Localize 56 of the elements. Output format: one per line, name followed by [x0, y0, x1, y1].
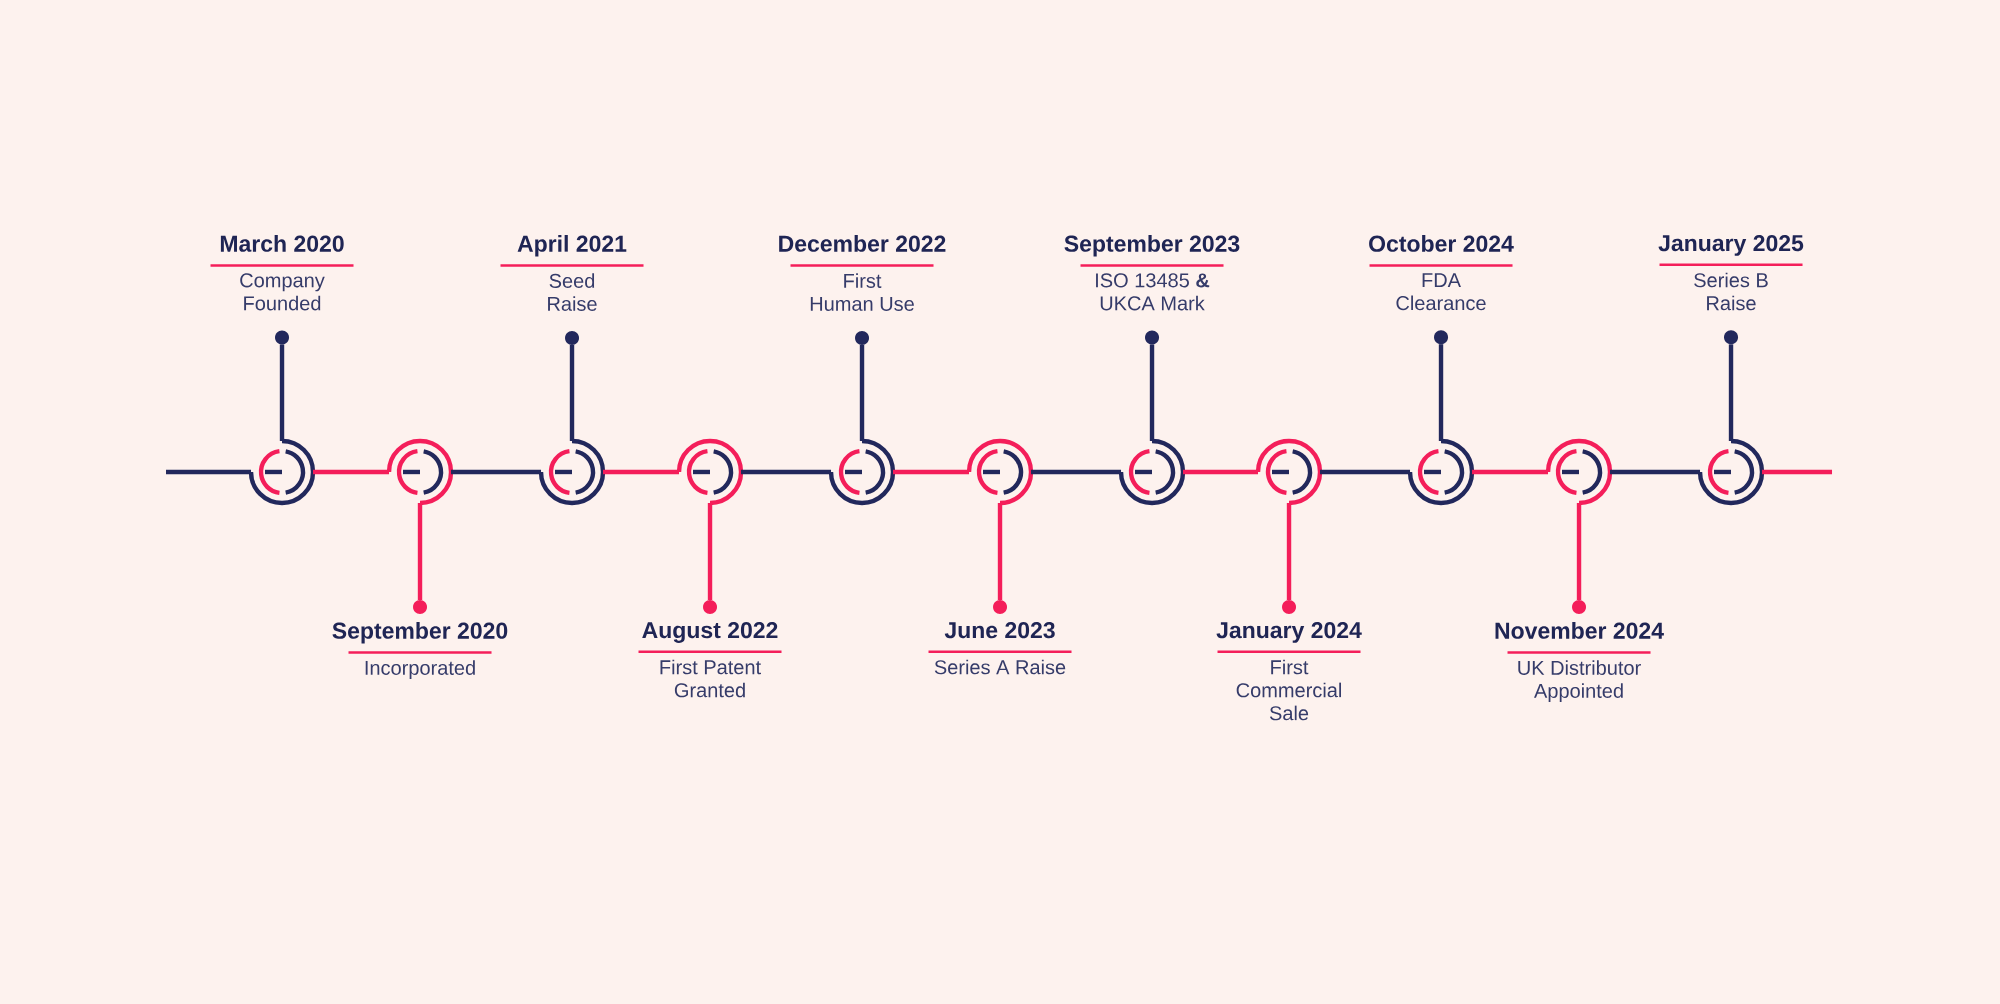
milestone-text: FDA Clearance [1396, 273, 1486, 311]
timeline-line [1472, 469, 1548, 475]
milestone-text: Seed Raise [548, 273, 597, 311]
timeline-line [1031, 469, 1121, 475]
timeline-marker [966, 438, 1034, 506]
timeline-line [313, 469, 389, 475]
milestone-text: Incorporated [365, 660, 475, 679]
stem-line [997, 503, 1003, 600]
timeline-line [1610, 469, 1700, 475]
stem-line [569, 344, 575, 441]
stem-line [1438, 344, 1444, 441]
date-heading: April 2021 [517, 235, 627, 257]
milestone-text: Company Founded [240, 273, 325, 311]
milestone-text: First Human Use [810, 273, 914, 311]
date-heading: January 2024 [1216, 622, 1362, 643]
timeline-line [741, 469, 831, 475]
timeline-marker [1697, 438, 1765, 506]
timeline-line [1762, 469, 1832, 475]
timeline-line [893, 469, 969, 475]
stem-line [859, 344, 865, 441]
timeline-marker [828, 438, 896, 506]
milestone-text: First Patent Granted [660, 659, 761, 698]
stem-line [1286, 503, 1292, 600]
timeline-line [1320, 469, 1410, 475]
stem-line [1149, 344, 1155, 441]
stem-line [1728, 344, 1734, 441]
stem-line [279, 344, 285, 441]
milestone-text: Series A Raise [934, 659, 1066, 675]
date-heading: June 2023 [944, 622, 1055, 639]
timeline-line [166, 469, 251, 475]
timeline-marker [1255, 438, 1323, 506]
stem-line [417, 503, 423, 600]
timeline-marker [1407, 438, 1475, 506]
milestone-text: First Commercial Sale [1236, 659, 1341, 721]
timeline-marker [538, 438, 606, 506]
timeline-marker [248, 438, 316, 506]
date-heading: September 2023 [1064, 235, 1240, 257]
timeline-marker [1545, 438, 1613, 506]
timeline-marker [386, 438, 454, 506]
stem-line [707, 503, 713, 600]
timeline-line [1183, 469, 1258, 475]
timeline-marker [1118, 438, 1186, 506]
date-heading: January 2025 [1658, 235, 1804, 256]
date-heading: October 2024 [1369, 235, 1514, 252]
date-heading: March 2020 [220, 235, 344, 252]
timeline-marker [676, 438, 744, 506]
stem-line [1576, 503, 1582, 600]
date-heading: November 2024 [1495, 622, 1664, 639]
milestone-text: Series B Raise [1694, 272, 1768, 311]
milestone-text: UK Distributor Appointed [1518, 660, 1641, 702]
milestone-text: ISO 13485 & UKCA Mark [1096, 273, 1210, 311]
timeline-line [603, 469, 679, 475]
date-heading: August 2022 [642, 622, 778, 643]
date-heading: September 2020 [332, 622, 508, 644]
date-heading: December 2022 [779, 235, 946, 252]
timeline-line [451, 469, 541, 475]
